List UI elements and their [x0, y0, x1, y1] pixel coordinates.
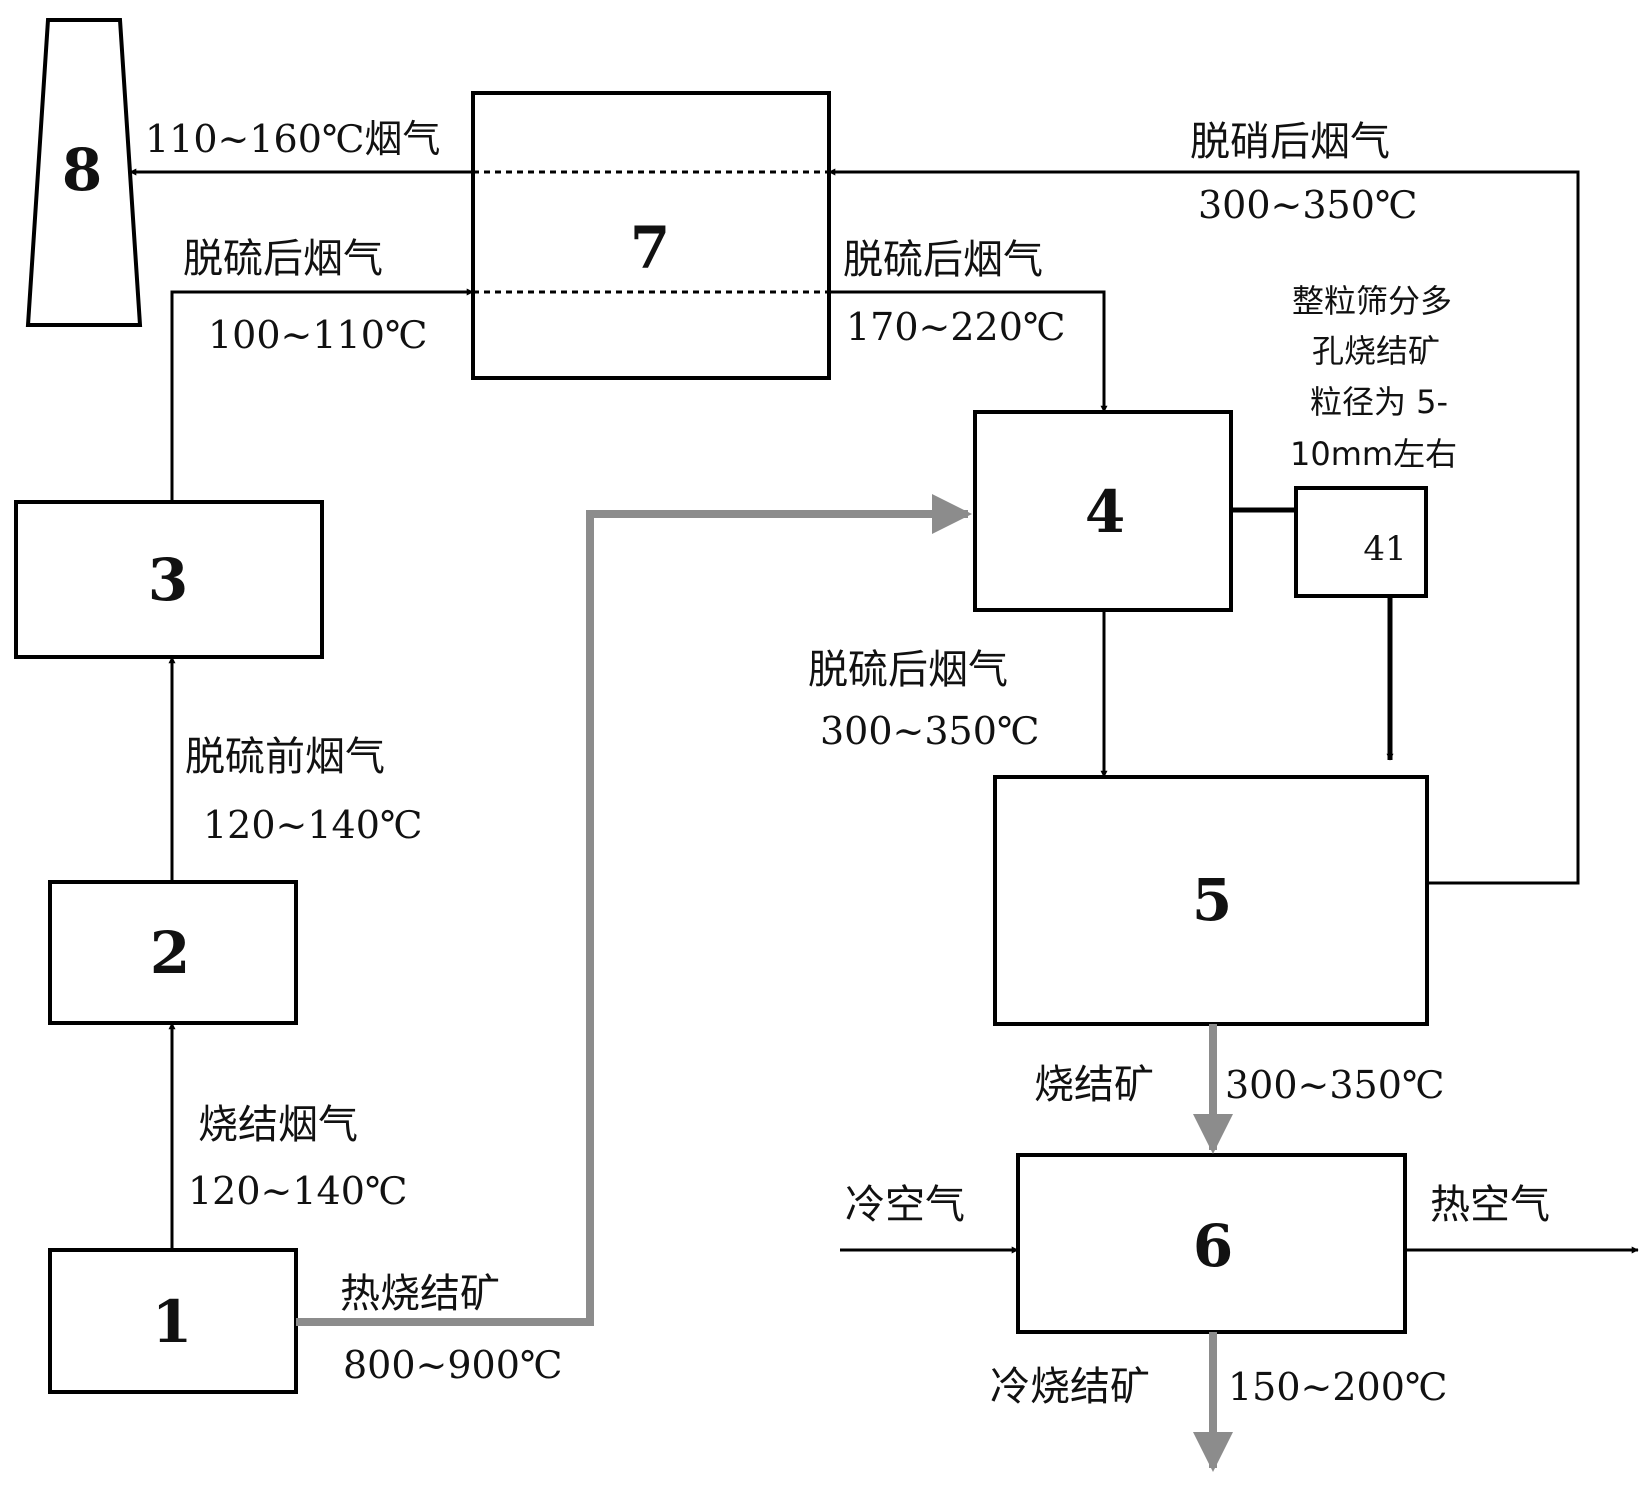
- pre-desulf-label: 脱硫前烟气: [185, 734, 385, 780]
- ore-label: 烧结矿: [1034, 1062, 1154, 1108]
- screen-note-line-3: 粒径为 5-: [1310, 383, 1448, 421]
- chimney-8-label: 8: [62, 136, 102, 204]
- box-5: [993, 775, 1429, 1026]
- desulf-in7-label: 脱硫后烟气: [183, 236, 383, 282]
- box-41-label: 41: [1363, 529, 1406, 569]
- cold-ore-label: 冷烧结矿: [990, 1364, 1150, 1410]
- box-7: [471, 91, 831, 380]
- sinter-gas-temp: 120~140℃: [188, 1169, 407, 1213]
- desulf-in7-temp: 100~110℃: [208, 313, 427, 357]
- denitr-gas-label: 脱硝后烟气: [1190, 119, 1390, 165]
- screen-note-line-2: 孔烧结矿: [1312, 332, 1440, 370]
- desulf-to5-label: 脱硫后烟气: [808, 647, 1008, 693]
- arrow-7-to-4: [829, 290, 1108, 413]
- denitr-temp-label: 300~350℃: [1198, 183, 1417, 227]
- box-41: [1294, 486, 1428, 598]
- box-1-label: 1: [152, 1288, 192, 1356]
- screen-note-line-4: 10mm左右: [1290, 435, 1457, 473]
- box-7-label: 7: [630, 214, 670, 282]
- hot-ore-temp: 800~900℃: [343, 1343, 562, 1387]
- box-3-label: 3: [148, 546, 188, 614]
- arrow-3-to-7: [170, 288, 474, 502]
- chimney-gas-label: 110~160℃烟气: [145, 117, 440, 161]
- box-4: [973, 410, 1233, 612]
- hot-ore-label: 热烧结矿: [340, 1271, 500, 1317]
- cold-air-label: 冷空气: [845, 1182, 965, 1228]
- box-2-label: 2: [150, 919, 190, 987]
- box-1: [48, 1248, 298, 1394]
- pre-desulf-temp: 120~140℃: [203, 803, 422, 847]
- screen-note-line-1: 整粒筛分多: [1292, 282, 1452, 320]
- cold-ore-temp: 150~200℃: [1228, 1365, 1447, 1409]
- hot-air-label: 热空气: [1430, 1182, 1550, 1228]
- box-6-label: 6: [1193, 1212, 1233, 1280]
- arrow-5-to-7: [828, 168, 1580, 885]
- box-4-label: 4: [1085, 478, 1125, 546]
- box-5-label: 5: [1192, 866, 1232, 934]
- box-6: [1016, 1153, 1407, 1334]
- desulf-out7-label: 脱硫后烟气: [843, 237, 1043, 283]
- sinter-gas-label: 烧结烟气: [198, 1102, 358, 1148]
- desulf-out7-temp: 170~220℃: [846, 305, 1065, 349]
- chimney-8: [25, 18, 143, 327]
- arrow-hot-ore-1-to-4: [296, 494, 972, 1326]
- desulf-to5-temp: 300~350℃: [820, 709, 1039, 753]
- ore-temp: 300~350℃: [1225, 1063, 1444, 1107]
